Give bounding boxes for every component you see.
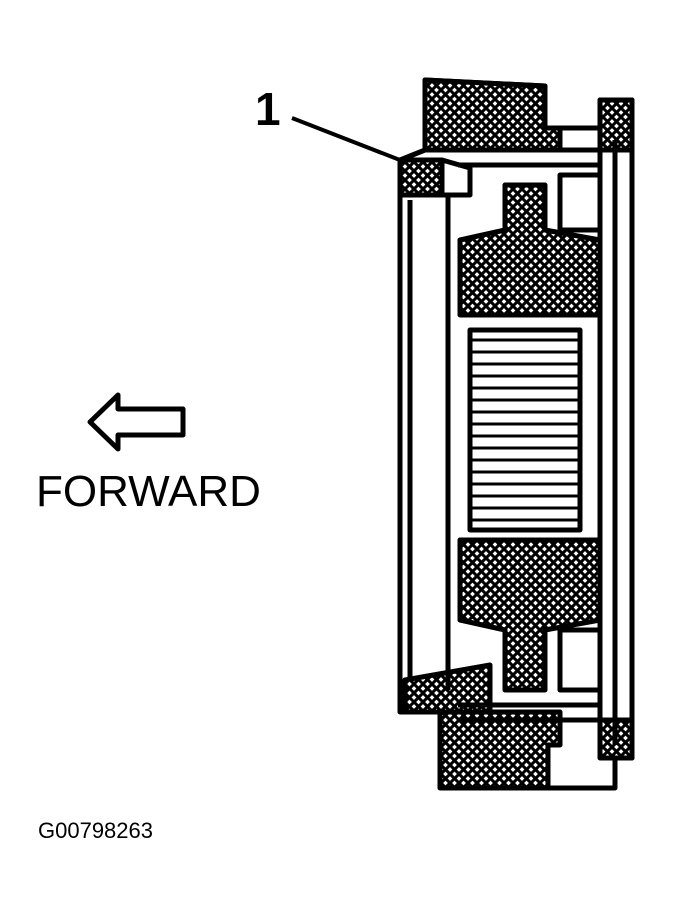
bottom-ring-hatched [437, 709, 563, 791]
plate-lines [472, 338, 578, 522]
top-right-ring-hatched [597, 97, 635, 153]
front-seal-hatched [397, 157, 445, 198]
plate-stack [467, 327, 583, 533]
callout-number: 1 [255, 83, 281, 135]
component-assembly [397, 77, 635, 791]
top-ring-hatched [422, 77, 563, 153]
forward-label: FORWARD [36, 467, 261, 516]
figure-id: G00798263 [38, 818, 153, 843]
forward-arrow-icon [87, 392, 186, 452]
callout-leader-line [291, 116, 406, 164]
